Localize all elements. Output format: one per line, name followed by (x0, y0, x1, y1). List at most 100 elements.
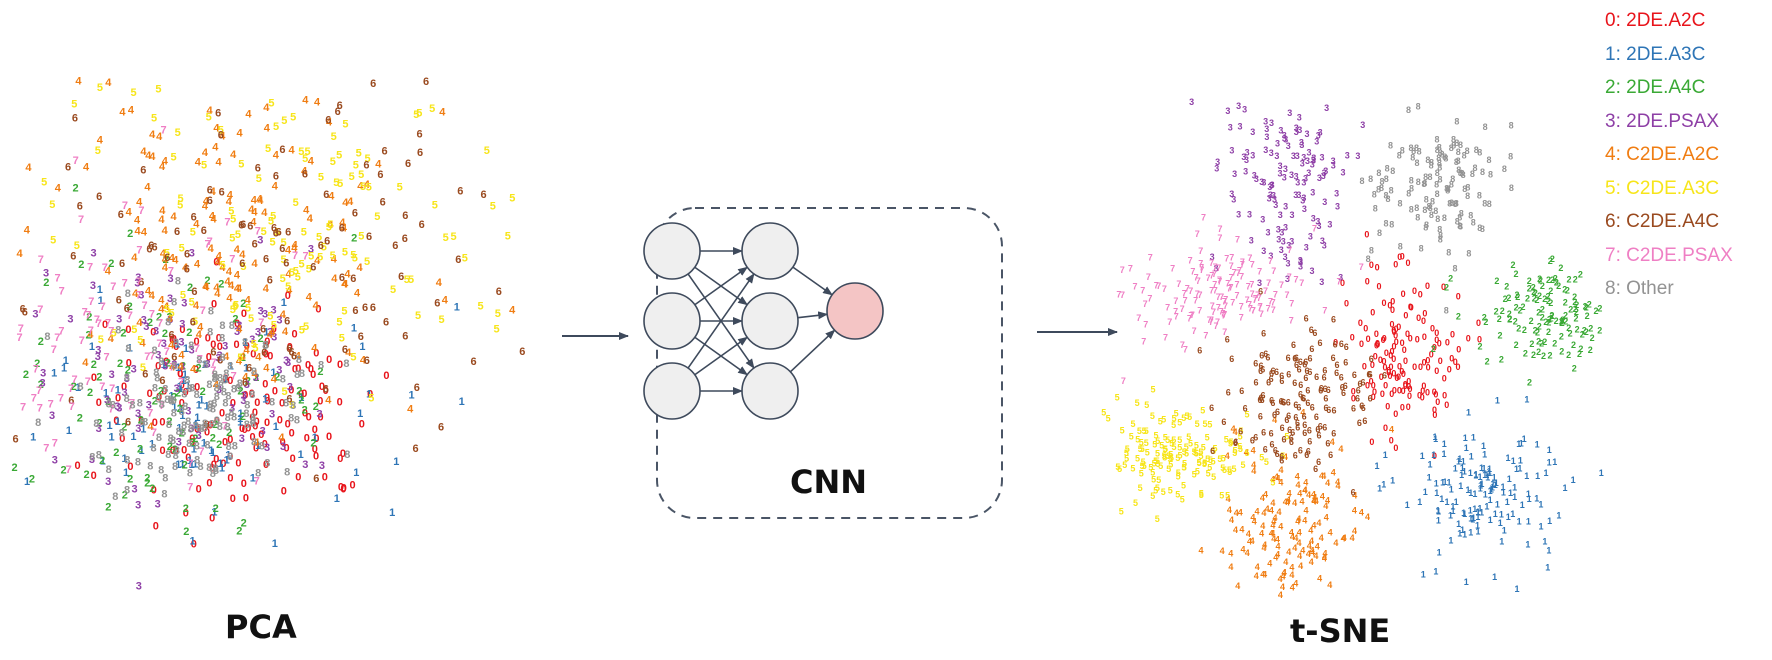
scatter-digit: 5 (1232, 448, 1237, 458)
scatter-digit: 4 (341, 223, 348, 235)
scatter-digit: 4 (1251, 446, 1256, 456)
scatter-digit: 8 (1437, 225, 1442, 235)
scatter-digit: 8 (106, 464, 112, 476)
scatter-digit: 1 (1516, 439, 1521, 449)
scatter-digit: 6 (1314, 412, 1319, 422)
scatter-digit: 1 (127, 343, 133, 355)
scatter-digit: 5 (495, 308, 501, 320)
scatter-digit: 7 (1240, 260, 1245, 270)
scatter-digit: 6 (174, 226, 180, 238)
scatter-digit: 2 (1535, 328, 1540, 338)
scatter-digit: 1 (1437, 547, 1442, 557)
scatter-digit: 6 (1343, 381, 1348, 391)
scatter-digit: 1 (1505, 497, 1510, 507)
legend-item: 4: C2DE.A2C (1605, 144, 1720, 165)
scatter-digit: 6 (1303, 357, 1308, 367)
scatter-digit: 2 (1483, 317, 1488, 327)
scatter-digit: 8 (1379, 183, 1384, 193)
scatter-digit: 2 (12, 462, 18, 474)
scatter-digit: 2 (1533, 288, 1538, 298)
scatter-digit: 7 (1259, 309, 1264, 319)
scatter-digit: 1 (1524, 395, 1529, 405)
scatter-digit: 8 (1368, 174, 1373, 184)
scatter-digit: 6 (1293, 413, 1298, 423)
scatter-digit: 4 (1293, 578, 1298, 588)
scatter-digit: 0 (1382, 356, 1387, 366)
scatter-digit: 3 (109, 369, 115, 381)
scatter-digit: 4 (1304, 506, 1309, 516)
scatter-digit: 3 (1231, 195, 1236, 205)
scatter-digit: 3 (146, 400, 152, 412)
scatter-digit: 4 (1311, 489, 1316, 499)
scatter-digit: 5 (228, 206, 234, 218)
scatter-digit: 0 (322, 472, 328, 484)
scatter-digit: 1 (1487, 468, 1492, 478)
scatter-digit: 1 (1476, 508, 1481, 518)
scatter-digit: 0 (1377, 282, 1382, 292)
scatter-digit: 5 (1200, 405, 1205, 415)
scatter-digit: 4 (1321, 471, 1326, 481)
scatter-digit: 0 (288, 384, 294, 396)
scatter-digit: 6 (1254, 378, 1259, 388)
scatter-digit: 7 (1198, 246, 1203, 256)
scatter-digit: 3 (135, 499, 141, 511)
scatter-digit: 6 (313, 473, 319, 485)
scatter-digit: 3 (122, 387, 128, 399)
scatter-digit: 6 (1261, 329, 1266, 339)
scatter-digit: 4 (1322, 552, 1327, 562)
scatter-digit: 2 (1523, 349, 1528, 359)
scatter-digit: 6 (260, 324, 266, 336)
scatter-digit: 7 (1133, 282, 1138, 292)
scatter-digit: 8 (204, 440, 210, 452)
scatter-digit: 6 (1302, 420, 1307, 430)
scatter-digit: 2 (186, 327, 192, 339)
scatter-digit: 0 (156, 392, 162, 404)
scatter-digit: 3 (1261, 178, 1266, 188)
scatter-digit: 5 (368, 393, 374, 405)
scatter-digit: 4 (167, 313, 174, 325)
scatter-digit: 5 (1152, 459, 1157, 469)
scatter-digit: 4 (168, 340, 175, 352)
hidden-node (741, 362, 799, 420)
scatter-digit: 3 (1244, 155, 1249, 165)
scatter-digit: 8 (174, 445, 180, 457)
scatter-digit: 2 (1574, 313, 1579, 323)
scatter-digit: 7 (1188, 311, 1193, 321)
scatter-digit: 4 (1350, 533, 1355, 543)
scatter-digit: 7 (1230, 298, 1235, 308)
scatter-digit: 3 (1271, 190, 1276, 200)
scatter-digit: 6 (1332, 405, 1337, 415)
scatter-digit: 3 (1245, 148, 1250, 158)
scatter-digit: 3 (1315, 217, 1320, 227)
scatter-digit: 1 (1431, 450, 1436, 460)
scatter-digit: 4 (163, 301, 170, 313)
scatter-digit: 2 (1448, 274, 1453, 284)
scatter-digit: 7 (1227, 283, 1232, 293)
scatter-digit: 4 (257, 195, 264, 207)
scatter-digit: 1 (191, 443, 197, 455)
scatter-digit: 4 (196, 329, 203, 341)
scatter-digit: 2 (1553, 274, 1558, 284)
scatter-digit: 5 (293, 197, 299, 209)
scatter-digit: 0 (1371, 381, 1376, 391)
scatter-digit: 6 (118, 209, 124, 221)
scatter-digit: 0 (249, 412, 255, 424)
scatter-digit: 1 (224, 455, 230, 467)
scatter-digit: 4 (234, 244, 241, 256)
scatter-digit: 1 (1423, 487, 1428, 497)
scatter-digit: 3 (1269, 118, 1274, 128)
scatter-digit: 1 (1460, 525, 1465, 535)
scatter-digit: 4 (1352, 526, 1357, 536)
scatter-digit: 5 (1197, 457, 1202, 467)
scatter-digit: 0 (359, 419, 365, 431)
scatter-digit: 1 (1495, 500, 1500, 510)
scatter-digit: 4 (1250, 512, 1255, 522)
scatter-digit: 4 (1272, 415, 1277, 425)
scatter-digit: 0 (284, 443, 290, 455)
scatter-digit: 7 (178, 377, 184, 389)
scatter-digit: 8 (171, 296, 177, 308)
scatter-digit: 3 (1228, 122, 1233, 132)
scatter-digit: 7 (1312, 223, 1317, 233)
scatter-digit: 4 (292, 240, 299, 252)
scatter-digit: 7 (159, 400, 165, 412)
